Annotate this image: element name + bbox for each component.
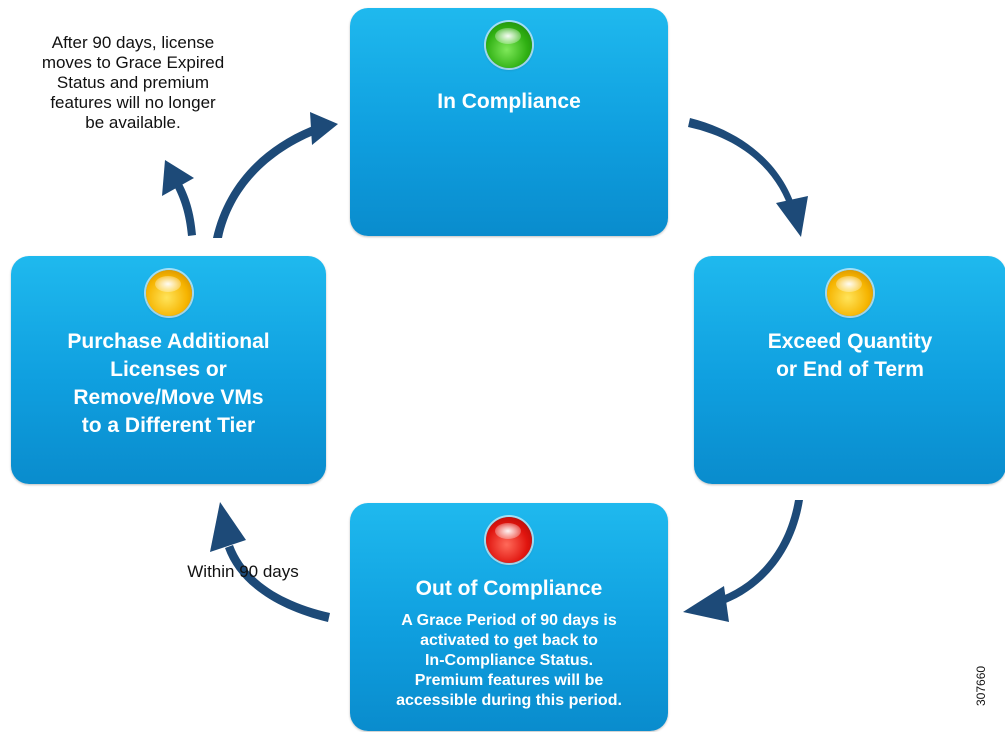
green-status-light-icon (486, 22, 532, 68)
arrow-exceed-to-out (683, 500, 803, 622)
arrow-to-grace-expired (162, 160, 196, 236)
yellow-status-light-icon (827, 270, 873, 316)
node-out-of-compliance-title: Out of Compliance (415, 577, 603, 600)
arrow-compliance-to-exceed (688, 118, 808, 237)
arrow-out-to-purchase (210, 502, 330, 622)
figure-id: 307660 (974, 665, 988, 706)
arrow-purchase-to-compliance (213, 112, 338, 238)
node-out-of-compliance: Out of Compliance A Grace Period of 90 d… (350, 503, 668, 731)
grace-expired-note: After 90 days, license moves to Grace Ex… (41, 33, 225, 132)
node-purchase-licenses: Purchase Additional Licenses or Remove/M… (11, 256, 326, 484)
node-in-compliance: In Compliance (350, 8, 668, 236)
yellow-status-light-icon (145, 270, 192, 316)
node-exceed-quantity: Exceed Quantity or End of Term (694, 256, 1005, 484)
node-in-compliance-title: In Compliance (437, 90, 581, 113)
node-exceed-quantity-title: Exceed Quantity or End of Term (767, 330, 933, 381)
within-90-days-note: Within 90 days (187, 562, 299, 581)
node-out-of-compliance-description: A Grace Period of 90 days is activated t… (396, 612, 622, 709)
node-purchase-licenses-title: Purchase Additional Licenses or Remove/M… (67, 330, 270, 437)
red-status-light-icon (486, 517, 532, 563)
